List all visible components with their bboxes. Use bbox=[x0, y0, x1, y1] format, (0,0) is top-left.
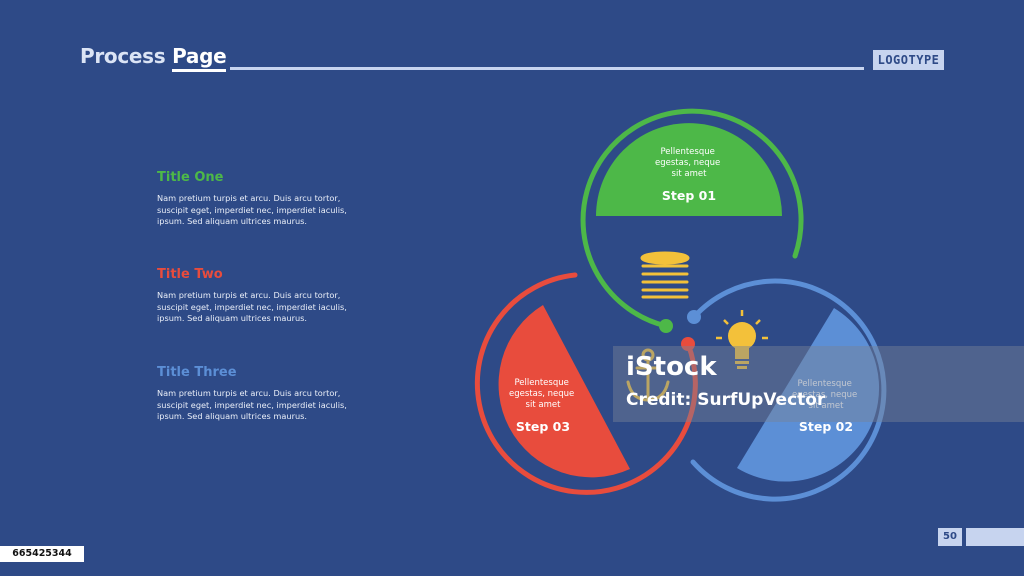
step-02-segment bbox=[737, 308, 880, 482]
watermark-brand: iStock bbox=[626, 352, 717, 382]
step-03-segment bbox=[498, 305, 630, 478]
anchor-icon bbox=[626, 348, 670, 402]
item-two-title: Title Two bbox=[157, 267, 223, 282]
step-03: Pellentesque egestas, neque sit amet Ste… bbox=[474, 272, 698, 495]
item-one-title: Title One bbox=[157, 170, 224, 185]
lightbulb-icon bbox=[716, 310, 768, 369]
page-number-bar bbox=[966, 528, 1024, 546]
header-divider bbox=[230, 67, 864, 70]
step-03-text: Pellentesque egestas, neque sit amet bbox=[509, 378, 577, 410]
step-01-connector-dot bbox=[659, 319, 673, 333]
watermark: iStock Credit: SurfUpVector bbox=[613, 346, 1024, 422]
step-02-ring bbox=[690, 278, 887, 502]
item-three: Title Three Nam pretium turpis et arcu. … bbox=[157, 365, 377, 423]
step-02-text: Pellentesque egestas, neque sit amet bbox=[792, 379, 860, 411]
item-two: Title Two Nam pretium turpis et arcu. Du… bbox=[157, 267, 377, 325]
page-title: Process Page bbox=[80, 44, 227, 72]
step-03-connector-dot bbox=[681, 337, 695, 351]
watermark-credit: Credit: SurfUpVector bbox=[626, 390, 826, 410]
coins-icon bbox=[640, 251, 690, 299]
step-01-ring bbox=[580, 108, 804, 329]
step-01: Pellentesque egestas, neque sit amet Ste… bbox=[580, 108, 804, 333]
step-01-label: Step 01 bbox=[662, 188, 716, 203]
stock-id: 665425344 bbox=[0, 546, 84, 562]
item-three-title: Title Three bbox=[157, 365, 237, 380]
item-three-desc: Nam pretium turpis et arcu. Duis arcu to… bbox=[157, 388, 347, 421]
item-one-desc: Nam pretium turpis et arcu. Duis arcu to… bbox=[157, 193, 347, 226]
logo: LOGOTYPE bbox=[873, 50, 944, 70]
step-01-segment bbox=[596, 123, 782, 216]
step-02: Pellentesque egestas, neque sit amet Ste… bbox=[687, 278, 887, 502]
page-number: 50 bbox=[938, 528, 962, 546]
step-02-label: Step 02 bbox=[799, 419, 853, 434]
step-01-text: Pellentesque egestas, neque sit amet bbox=[655, 147, 723, 179]
item-one: Title One Nam pretium turpis et arcu. Du… bbox=[157, 170, 377, 228]
step-03-ring bbox=[474, 272, 698, 495]
step-02-connector-dot bbox=[687, 310, 701, 324]
item-two-desc: Nam pretium turpis et arcu. Duis arcu to… bbox=[157, 290, 347, 323]
step-03-label: Step 03 bbox=[516, 419, 570, 434]
